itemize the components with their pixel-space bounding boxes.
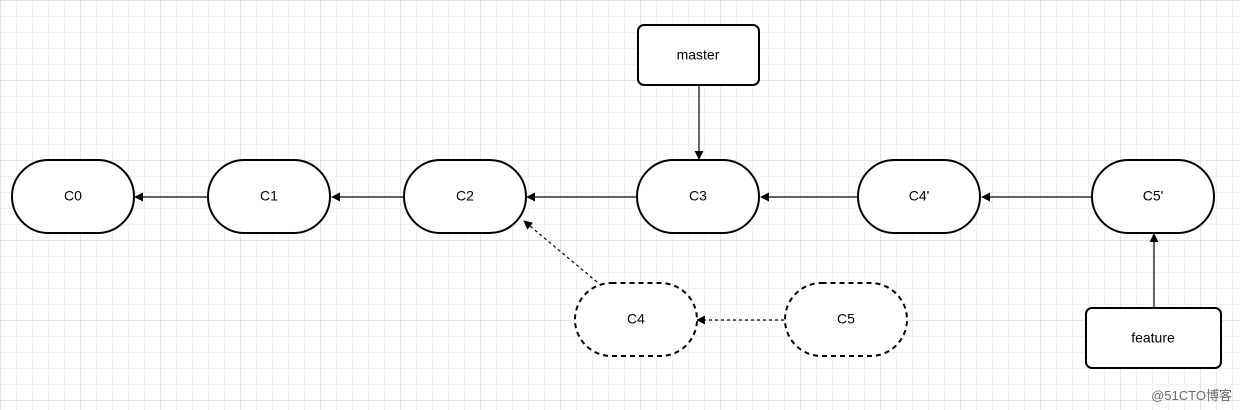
- commit-c4-prime: C4': [857, 159, 981, 234]
- branch-feature: feature: [1085, 307, 1222, 369]
- commit-c2: C2: [403, 159, 527, 234]
- commit-c1: C1: [207, 159, 331, 234]
- commit-label: C4: [627, 311, 645, 327]
- edges: [134, 86, 1159, 325]
- commit-node-shape: [636, 159, 760, 234]
- edge-c4-c2-dashed: [523, 220, 598, 283]
- branch-box: [637, 24, 760, 86]
- commit-node-shape: [207, 159, 331, 234]
- commit-label: C3: [689, 188, 707, 204]
- commit-node-shape: [11, 159, 135, 234]
- branch-label: master: [677, 47, 720, 63]
- commit-label: C5: [837, 311, 855, 327]
- commit-c5-prime: C5': [1091, 159, 1215, 234]
- commit-label: C1: [260, 188, 278, 204]
- commit-c3: C3: [636, 159, 760, 234]
- commit-node-shape-dashed: [784, 282, 908, 357]
- commit-label: C4': [909, 188, 930, 204]
- commit-label: C0: [64, 188, 82, 204]
- commit-node-shape: [857, 159, 981, 234]
- commit-label: C2: [456, 188, 474, 204]
- commit-c4-old: C4: [574, 282, 698, 357]
- watermark: @51CTO博客: [1151, 388, 1232, 403]
- commit-node-shape-dashed: [574, 282, 698, 357]
- branch-box: [1085, 307, 1222, 369]
- branch-label: feature: [1131, 330, 1175, 346]
- branch-master: master: [637, 24, 760, 86]
- commit-node-shape: [1091, 159, 1215, 234]
- commit-node-shape: [403, 159, 527, 234]
- commit-c5-old: C5: [784, 282, 908, 357]
- commit-c0: C0: [11, 159, 135, 234]
- commit-label: C5': [1143, 188, 1164, 204]
